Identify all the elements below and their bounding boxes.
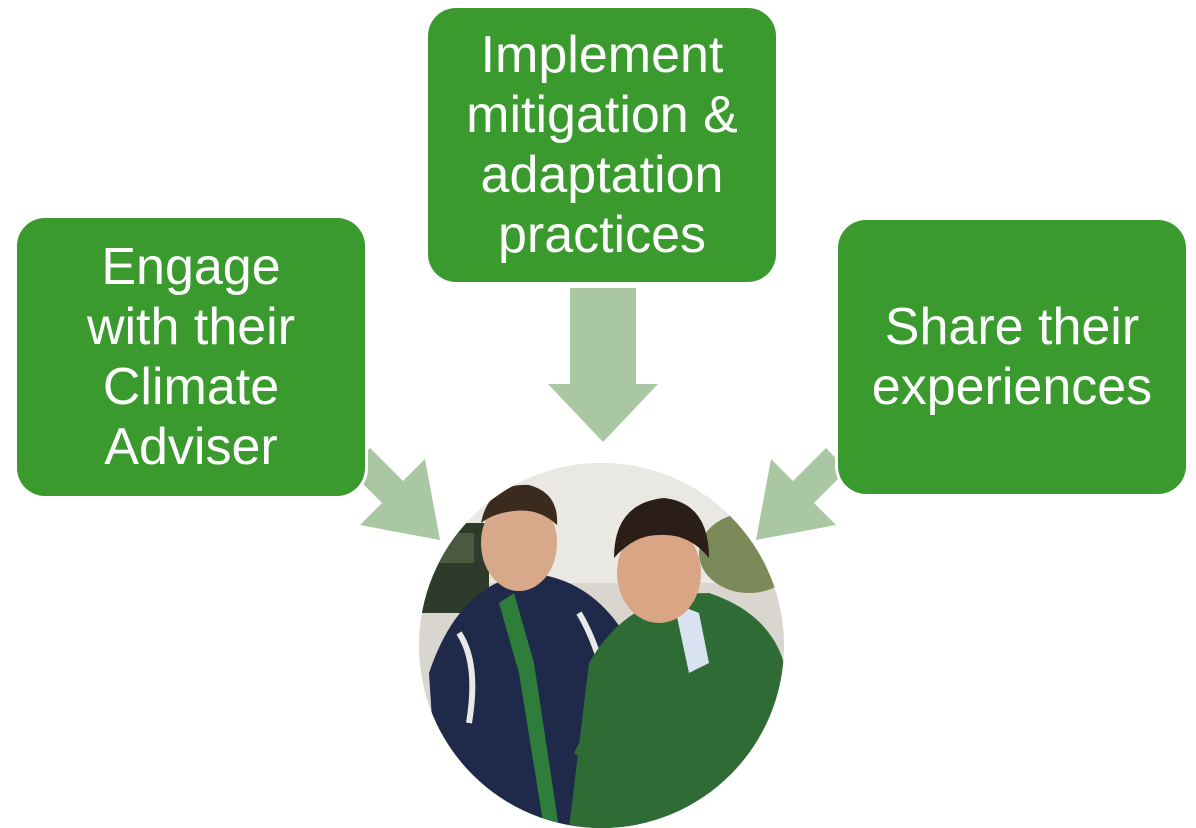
box-share-experiences: Share their experiences [838,220,1186,494]
box-engage-adviser-label: Engage with their Climate Adviser [86,238,296,476]
box-share-experiences-label: Share their experiences [871,298,1153,416]
farmers-photo-icon [419,463,784,828]
box-implement-practices: Implement mitigation & adaptation practi… [428,8,776,282]
box-engage-adviser: Engage with their Climate Adviser [17,218,365,496]
arrow-left-diagonal [349,448,440,540]
arrow-right-diagonal [756,448,847,540]
box-implement-practices-label: Implement mitigation & adaptation practi… [466,26,738,264]
arrow-top-down [548,288,658,442]
